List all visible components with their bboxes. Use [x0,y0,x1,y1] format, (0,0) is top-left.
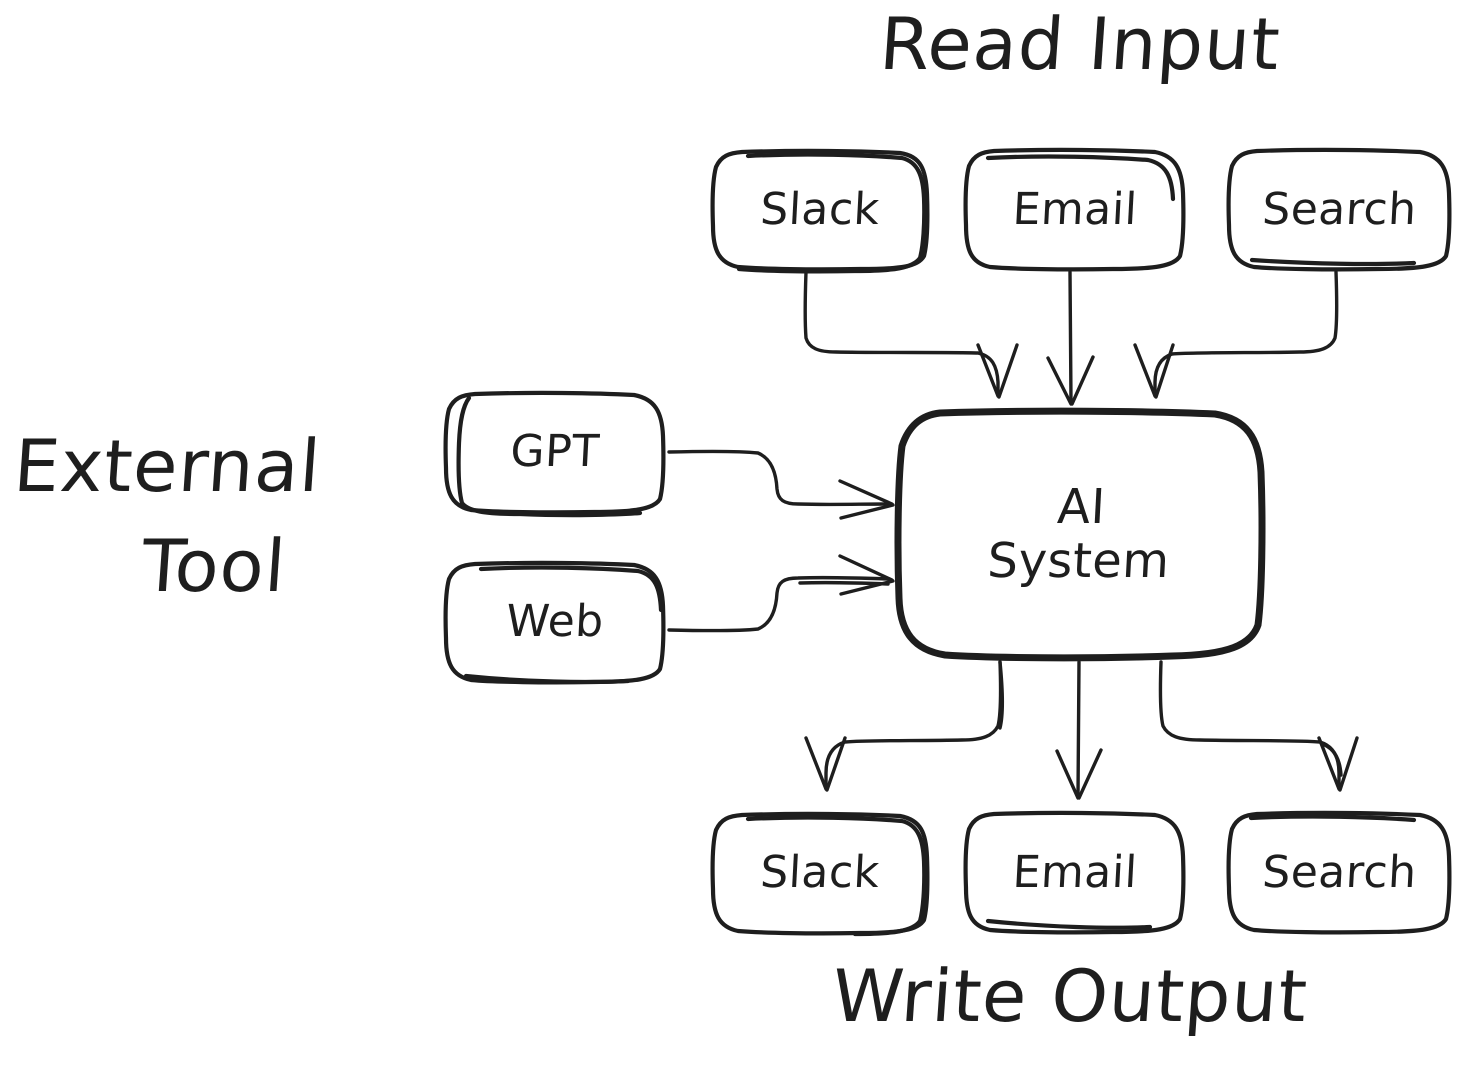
node-output-search[interactable] [1229,814,1450,932]
node-output-slack[interactable] [713,814,927,932]
edge-input-search-to-ai [1133,270,1339,399]
node-shape-output-search [1226,810,1452,935]
edge-ai-to-output-slack [804,660,1004,792]
node-ai-system[interactable] [898,413,1262,657]
node-output-email[interactable] [966,814,1184,932]
edge-input-email-to-ai [1046,270,1095,406]
edge-gpt-to-ai [667,449,895,520]
edge-ai-to-output-email [1055,660,1103,800]
edge-web-to-ai [667,554,895,633]
node-web[interactable] [446,563,664,681]
node-shape-input-email [963,147,1186,272]
edge-ai-to-output-search [1158,660,1359,792]
node-shape-gpt [443,390,666,518]
node-shape-output-slack [710,811,930,937]
node-shape-output-email [963,810,1186,935]
node-shape-input-slack [710,148,930,274]
node-input-email[interactable] [966,151,1184,269]
node-shape-input-search [1226,147,1452,272]
edge-input-slack-to-ai [803,270,1019,399]
node-input-slack[interactable] [713,151,927,269]
node-input-search[interactable] [1229,151,1450,269]
node-shape-ai-system [894,407,1266,662]
node-shape-web [443,560,666,685]
node-gpt[interactable] [446,393,664,511]
